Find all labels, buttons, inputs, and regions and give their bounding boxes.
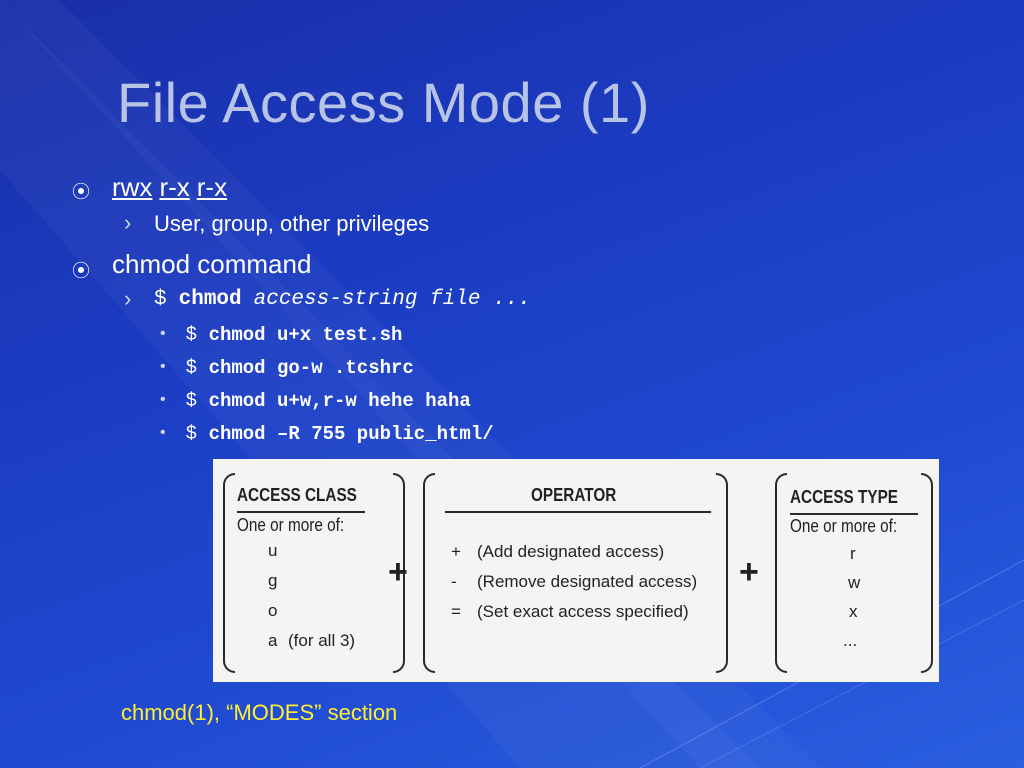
- operator-item: = (Set exact access specified): [451, 602, 689, 622]
- example-text: chmod u+x test.sh: [208, 324, 403, 346]
- example-marker-icon: •: [160, 391, 166, 408]
- operator-desc: (Remove designated access): [477, 572, 698, 591]
- access-class-item: o: [268, 601, 278, 620]
- example-marker-icon: •: [160, 325, 166, 342]
- example-command: $ chmod –R 755 public_html/: [186, 423, 494, 445]
- chmod-syntax-diagram: ACCESS CLASS One or more of: u g o a (fo…: [213, 459, 939, 682]
- chmod-args: access-string file ...: [253, 288, 531, 311]
- access-type-item: w: [848, 573, 861, 592]
- example-marker-icon: •: [160, 358, 166, 375]
- bullet-marker-icon: ⦿: [72, 261, 90, 281]
- operator-item: - (Remove designated access): [451, 572, 697, 592]
- operator-sign: +: [451, 542, 461, 561]
- access-type-bracket-right: [921, 473, 933, 673]
- example-text: chmod go-w .tcshrc: [208, 357, 414, 379]
- bullet-privileges: User, group, other privileges: [154, 211, 430, 236]
- operator-sign: -: [451, 572, 457, 591]
- access-class-sub: One or more of:: [237, 515, 345, 535]
- example-command: $ chmod u+x test.sh: [186, 324, 402, 346]
- divider: [790, 513, 918, 515]
- perm-other: r-x: [196, 172, 228, 202]
- shell-prompt: $: [186, 324, 197, 345]
- perm-user: rwx: [112, 172, 153, 202]
- example-text: chmod u+w,r-w hehe haha: [208, 390, 471, 412]
- access-class-item: a: [268, 631, 278, 650]
- divider: [445, 511, 711, 513]
- shell-prompt: $: [186, 357, 197, 378]
- operator-bracket-right: [716, 473, 728, 673]
- access-type-sub: One or more of:: [790, 516, 898, 536]
- chmod-keyword: chmod: [178, 288, 242, 311]
- operator-desc: (Set exact access specified): [477, 602, 689, 621]
- access-type-header: ACCESS TYPE: [790, 487, 898, 507]
- access-class-header: ACCESS CLASS: [237, 485, 357, 505]
- plus-sign: +: [388, 553, 408, 591]
- sub-bullet-marker-icon: ›: [124, 286, 132, 311]
- access-class-note: (for all 3): [288, 631, 356, 650]
- access-type-item: ...: [843, 631, 858, 650]
- shell-prompt: $: [186, 423, 197, 444]
- access-class-item: u: [268, 541, 278, 560]
- example-text: chmod –R 755 public_html/: [208, 423, 494, 445]
- shell-prompt: $: [154, 288, 167, 311]
- access-type-item: x: [849, 602, 858, 621]
- example-command: $ chmod u+w,r-w hehe haha: [186, 390, 471, 412]
- example-marker-icon: •: [160, 424, 166, 441]
- sub-bullet-marker-icon: ›: [124, 210, 132, 235]
- divider: [237, 511, 365, 513]
- bullet-marker-icon: ⦿: [72, 182, 90, 202]
- access-type-item: r: [850, 544, 856, 563]
- access-type-bracket-left: [775, 473, 787, 673]
- perm-group: r-x: [159, 172, 190, 202]
- plus-sign: +: [739, 553, 759, 591]
- operator-header: OPERATOR: [531, 485, 617, 505]
- bullet-chmod-command: chmod command: [112, 249, 312, 279]
- bullet-rwx: rwx r-x r-x: [112, 172, 227, 203]
- example-command: $ chmod go-w .tcshrc: [186, 357, 414, 379]
- operator-item: + (Add designated access): [451, 542, 664, 562]
- slide-title: File Access Mode (1): [117, 71, 650, 134]
- access-class-item: g: [268, 571, 278, 590]
- operator-bracket-left: [423, 473, 435, 673]
- access-class-bracket-left: [223, 473, 235, 673]
- reference-caption: chmod(1), “MODES” section: [121, 700, 398, 725]
- operator-desc: (Add designated access): [477, 542, 665, 561]
- shell-prompt: $: [186, 390, 197, 411]
- chmod-syntax: $ chmod access-string file ...: [154, 288, 531, 311]
- operator-sign: =: [451, 602, 461, 621]
